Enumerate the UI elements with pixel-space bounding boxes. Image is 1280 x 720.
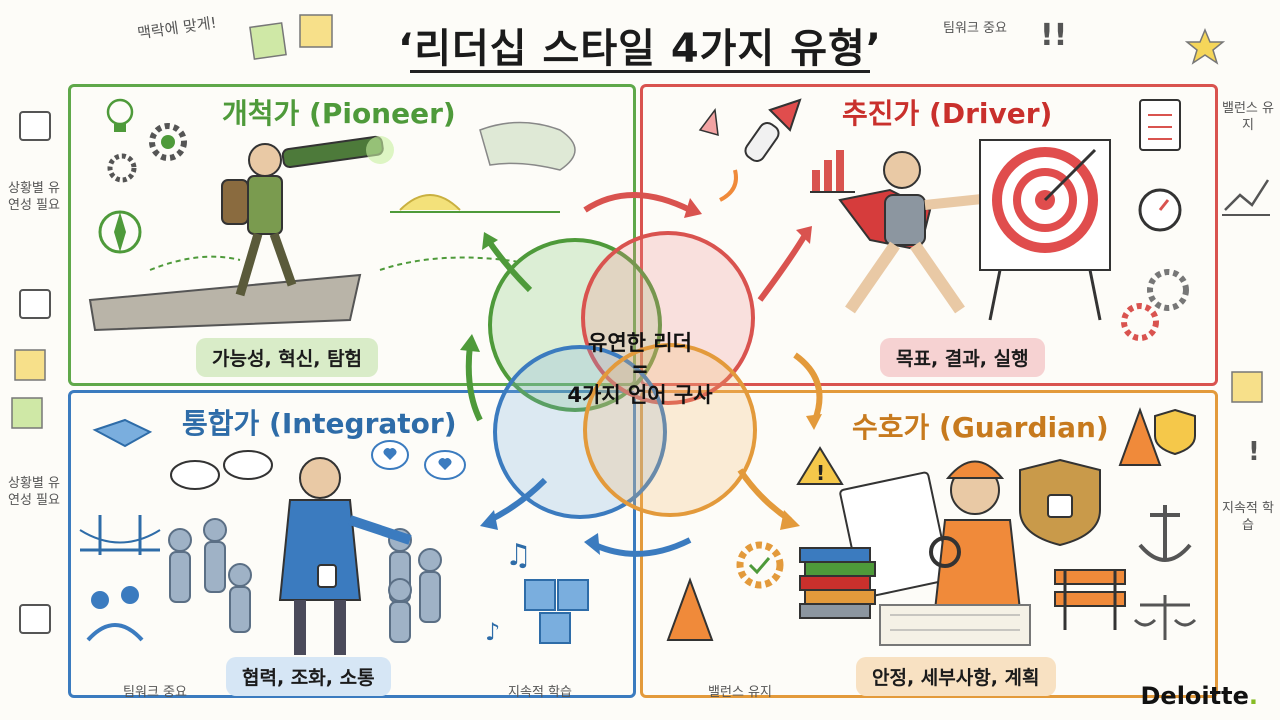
center-statement: 유연한 리더 = 4가지 언어 구사 [520,330,760,408]
center-line-3: 4가지 언어 구사 [567,383,713,407]
venn-circle-blue [493,345,667,519]
explorer-illustration [88,135,394,332]
books-icon [799,547,876,619]
bridge-icon [79,515,161,555]
shield-lock-icon [1019,458,1101,547]
anchor-icon [1138,505,1192,562]
sunrise-illustration [390,121,576,213]
guardian-title: 수호가 (Guardian) [852,411,1109,444]
bar-chart-icon [810,150,855,193]
speech-bubble-icon [170,440,466,490]
note-balance-right: 밸런스 유지 [1222,101,1274,133]
integrator-title: 통합가 (Integrator) [182,407,457,440]
music-note-icon: ♫ ♪ [485,538,532,646]
page-title: ‘리더십 스타일 4가지 유형’ [398,26,882,72]
title-underline [410,70,870,73]
center-line-1: 유연한 리더 [588,331,692,355]
arrow-green-to-red [583,192,692,213]
svg-text:!: ! [816,461,825,485]
team-huddle-icon [86,586,144,642]
svg-text:♪: ♪ [485,618,500,646]
driver-caption: 목표, 결과, 실행 [880,338,1045,377]
sticky-note-icon [11,14,1263,429]
traffic-cone-icon [666,407,1162,641]
blueprint-icon [879,604,1031,646]
growth-chart-icon [1222,179,1270,216]
people-group-illustration [168,518,442,643]
note-teamwork-top: 팀워크 중요 [943,21,1007,36]
handshake-icon [92,418,153,448]
venn-circle-green [488,238,662,412]
pioneer-title: 개척가 (Pioneer) [222,97,456,130]
warning-icon: ! [796,446,844,485]
arrow-orange-to-blue [593,537,692,557]
driver-panel [640,84,1218,386]
note-learning-bottom: 지속적 학습 [508,685,572,700]
arrow-to-driver [757,233,808,302]
pioneer-panel [68,84,636,386]
rocket-icon [698,98,802,202]
note-learning-right: 지속적 학습 [1222,501,1274,533]
arrow-to-guardian [737,468,792,523]
pioneer-caption: 가능성, 혁신, 탐험 [196,338,379,377]
heart-icon [383,448,452,470]
arrow-red-to-orange [793,352,823,422]
checklist-icon [1139,99,1181,151]
puzzle-icon [524,579,589,644]
center-line-2: = [631,357,649,381]
barrier-icon [1054,569,1126,630]
target-icon [979,139,1111,321]
stopwatch-icon [1138,188,1182,232]
integrator-caption: 협력, 조화, 소통 [226,657,391,696]
scales-icon [1133,595,1197,640]
deloitte-logo: Deloitte. [1141,682,1259,710]
note-flexibility-2: 상황별 유연성 필요 [8,476,60,508]
note-flexibility-1: 상황별 유연성 필요 [8,181,60,213]
svg-text:!: ! [1248,437,1260,467]
integrator-panel [68,390,636,698]
gears-icon [1121,269,1189,341]
logo-text: Deloitte [1140,682,1249,710]
speaker-illustration [278,457,412,655]
gear-icon [107,123,187,183]
driver-title: 추진가 (Driver) [842,97,1053,130]
logo-dot: . [1248,682,1258,710]
svg-text:!!: !! [1040,18,1067,53]
guardian-caption: 안정, 세부사항, 계획 [856,657,1056,696]
guardian-panel [640,390,1218,698]
gear-check-icon [736,541,784,589]
star-icon [1184,28,1226,65]
shield-check-icon [1154,408,1196,456]
lightbulb-icon [106,98,134,132]
arrow-to-pioneer [485,238,533,293]
venn-circle-orange [583,343,757,517]
arrow-blue-to-green [465,344,483,422]
arrow-to-integrator [488,477,548,523]
compass-icon [98,210,142,254]
note-teamwork-bottom: 팀워크 중요 [123,685,187,700]
note-balance-bottom: 밸런스 유지 [708,685,772,700]
exclamation-icon: !! ! [1040,18,1260,467]
coffee-cup-icon [19,111,51,634]
svg-text:♫: ♫ [505,538,532,573]
